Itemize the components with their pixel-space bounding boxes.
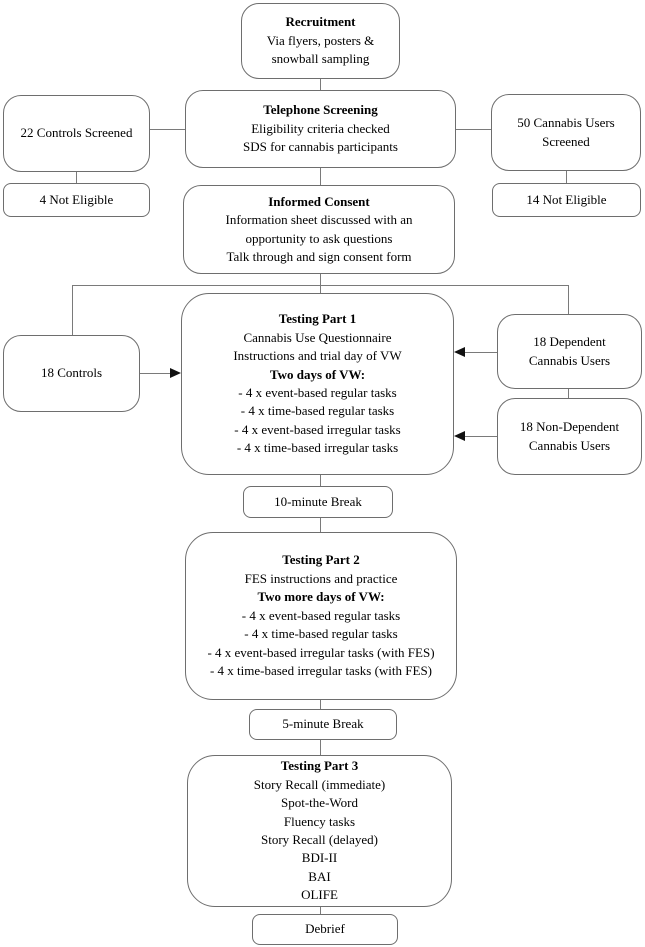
node-informed-consent-title: Informed Consent (268, 193, 370, 209)
connector-break-to-testing-part-3 (320, 740, 321, 755)
node-testing-part-2-subtitle: Two more days of VW: (257, 589, 385, 605)
connector-testing-part-1-to-break (320, 475, 321, 486)
node-cannabis-users-screened: 50 Cannabis Users Screened (491, 94, 641, 171)
node-dependent-cannabis-users-line: 18 Dependent (533, 334, 606, 350)
node-testing-part-2-task: - 4 x time-based regular tasks (244, 626, 398, 642)
node-controls-group-line: 18 Controls (40, 365, 103, 381)
node-cannabis-users-screened-line: Screened (542, 133, 590, 149)
node-informed-consent-line: opportunity to ask questions (245, 230, 393, 246)
node-testing-part-3-line: BDI-II (301, 850, 338, 866)
connector-controls-screened-to-telephone (150, 129, 185, 130)
node-telephone-screening-title: Telephone Screening (263, 102, 378, 118)
node-debrief-line: Debrief (305, 921, 345, 937)
connector-cannabis-screened-to-not-eligible (566, 171, 567, 183)
node-controls-not-eligible: 4 Not Eligible (3, 183, 150, 217)
node-testing-part-3-line: Story Recall (delayed) (261, 832, 378, 847)
node-debrief: Debrief (252, 914, 398, 945)
node-informed-consent-line: Information sheet discussed with an (225, 212, 413, 228)
node-10-minute-break: 10-minute Break (243, 486, 393, 518)
node-testing-part-2: Testing Part 2 FES instructions and prac… (185, 532, 457, 700)
node-testing-part-2-title: Testing Part 2 (282, 552, 360, 568)
node-cannabis-not-eligible-line: 14 Not Eligible (526, 191, 607, 207)
node-nondependent-cannabis-users-line: 18 Non-Dependent (519, 419, 620, 435)
node-testing-part-1: Testing Part 1 Cannabis Use Questionnair… (181, 293, 454, 475)
node-testing-part-2-task: - 4 x event-based regular tasks (241, 607, 401, 623)
node-testing-part-1-subtitle: Two days of VW: (269, 366, 366, 382)
arrowhead-left-icon (454, 431, 465, 441)
node-testing-part-1-line: Cannabis Use Questionnaire (243, 329, 392, 345)
node-controls-screened: 22 Controls Screened (3, 95, 150, 172)
node-nondependent-cannabis-users-line: Cannabis Users (528, 437, 611, 453)
node-recruitment-line: Via flyers, posters & (266, 32, 375, 48)
connector-telephone-to-consent (320, 168, 321, 185)
connector-branch-to-controls-group (72, 285, 73, 335)
node-testing-part-3-line: Fluency tasks (283, 813, 356, 829)
node-testing-part-3-line: Story Recall (immediate) (253, 776, 386, 792)
node-cannabis-not-eligible: 14 Not Eligible (492, 183, 641, 217)
node-testing-part-2-line: FES instructions and practice (244, 570, 398, 586)
node-recruitment: Recruitment Via flyers, posters & snowba… (241, 3, 400, 79)
node-testing-part-3-line: Spot-the-Word (281, 795, 358, 811)
node-controls-screened-line: 22 Controls Screened (20, 125, 133, 141)
connector-nondependent-users-to-testing-part-1 (465, 436, 497, 437)
node-testing-part-1-task: - 4 x event-based regular tasks (238, 385, 397, 400)
node-testing-part-3-line: BAI (308, 868, 331, 884)
node-recruitment-title: Recruitment (285, 14, 356, 30)
node-controls-not-eligible-line: 4 Not Eligible (39, 191, 114, 207)
node-5-minute-break-line: 5-minute Break (282, 716, 364, 732)
connector-telephone-to-cannabis-screened (456, 129, 491, 130)
node-telephone-screening-line: SDS for cannabis participants (243, 139, 398, 155)
node-testing-part-3-title: Testing Part 3 (280, 758, 359, 774)
node-testing-part-2-task: - 4 x time-based irregular tasks (with F… (209, 663, 433, 679)
connector-branch-to-testing-part-1 (320, 285, 321, 293)
node-telephone-screening: Telephone Screening Eligibility criteria… (185, 90, 456, 168)
node-testing-part-2-task: - 4 x event-based irregular tasks (with … (207, 644, 435, 660)
connector-branch-to-dependent-users (568, 285, 569, 314)
node-testing-part-3: Testing Part 3 Story Recall (immediate) … (187, 755, 452, 907)
node-telephone-screening-line: Eligibility criteria checked (251, 120, 390, 136)
node-testing-part-1-line: Instructions and trial day of VW (233, 348, 402, 364)
arrowhead-right-icon (170, 368, 181, 378)
node-dependent-cannabis-users: 18 Dependent Cannabis Users (497, 314, 642, 389)
connector-controls-group-to-testing-part-1 (140, 373, 171, 374)
node-controls-group: 18 Controls (3, 335, 140, 412)
connector-recruitment-to-telephone (320, 79, 321, 90)
node-informed-consent-line: Talk through and sign consent form (226, 248, 412, 264)
connector-dependent-users-to-testing-part-1 (465, 352, 497, 353)
node-nondependent-cannabis-users: 18 Non-Dependent Cannabis Users (497, 398, 642, 475)
connector-controls-screened-to-not-eligible (76, 172, 77, 183)
connector-break-to-testing-part-2 (320, 518, 321, 532)
node-recruitment-line: snowball sampling (271, 51, 370, 67)
node-cannabis-users-screened-line: 50 Cannabis Users (517, 115, 615, 131)
node-10-minute-break-line: 10-minute Break (274, 493, 362, 509)
node-testing-part-3-line: OLIFE (301, 887, 338, 903)
arrowhead-left-icon (454, 347, 465, 357)
connector-testing-part-3-to-debrief (320, 907, 321, 914)
node-testing-part-1-task: - 4 x time-based irregular tasks (236, 440, 399, 456)
node-dependent-cannabis-users-line: Cannabis Users (528, 352, 611, 368)
node-testing-part-1-title: Testing Part 1 (278, 311, 357, 327)
node-informed-consent: Informed Consent Information sheet discu… (183, 185, 455, 274)
connector-consent-to-branch (320, 274, 321, 285)
connector-testing-part-2-to-break (320, 700, 321, 709)
node-testing-part-1-task: - 4 x event-based irregular tasks (234, 421, 401, 437)
node-testing-part-1-task: - 4 x time-based regular tasks (240, 403, 395, 419)
node-5-minute-break: 5-minute Break (249, 709, 397, 740)
connector-dependent-to-nondependent (568, 389, 569, 398)
